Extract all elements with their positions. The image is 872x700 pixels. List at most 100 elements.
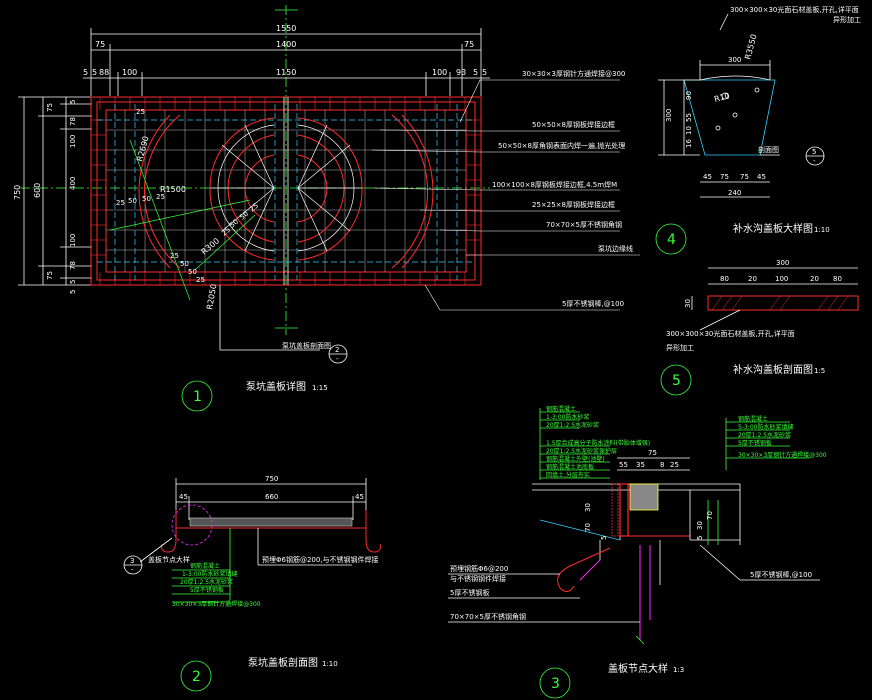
detail-3-left-note-9: 回填土,分层夯实 [546,471,590,479]
detail-3-side-30a: 30 [584,503,592,512]
detail-3-left-note-3: 20厚1:2.5水泥砂浆 [546,421,599,429]
inner-25g: 25 [136,108,145,116]
section-ref-label: 泵坑盖板剖面图 [282,341,331,350]
detail-3-right-note-3: 20厚1:2.5水泥砂浆 [738,431,791,439]
callout-1: 30×30×3厚钢针方通焊接@300 [522,69,625,78]
detail-4-dim-90: 90 [685,91,693,100]
detail-5-dim-80b: 80 [833,275,842,283]
detail-5-circle [660,364,692,396]
inner-25d: 25 [248,202,260,214]
detail-4-scale: 1:10 [814,226,830,234]
dim-top-1550: 1550 [276,24,296,33]
inner-r300: R300 [200,236,222,256]
detail-2-ref-sub: - [131,566,134,574]
detail-4-dim-300: 300 [728,56,741,64]
inner-r2690: R2690 [135,135,150,162]
detail-3-side-5b: 5 [696,536,704,540]
detail-2-scale: 1:10 [322,660,338,668]
detail-4-top-label2: 异形加工 [833,15,861,24]
detail-2-side-note: 预埋Φ6钢筋@200,与不锈钢钢件焊接 [262,555,379,564]
detail-5-label2: 异形加工 [666,343,694,352]
inner-50d: 50 [238,210,250,222]
detail-1-plan: 1550 1400 75 75 5 5 88 100 1150 100 93 5… [13,5,640,412]
detail-2-note-1: 钢筋混凝土 [190,562,220,570]
detail-3-side-70a: 70 [584,523,592,532]
detail-4-ref-num: 5 [812,148,816,156]
callout-2: 50×50×8厚钢板焊接边框 [532,120,615,129]
detail-3-dim-55: 55 [619,461,628,469]
detail-5-dim-20b: 20 [810,275,819,283]
detail-2-num: 2 [192,669,201,685]
detail-2-ref-label: 盖板节点大样 [148,555,190,564]
detail-4-outline [683,79,776,156]
inner-50c: 50 [228,218,240,230]
dim-left-75-bottom: 75 [46,271,54,280]
callout-5: 25×25×8厚钢板焊接边框 [532,200,615,209]
detail-3-dim-35a: 35 [636,461,645,469]
detail-4-dim-45b: 45 [757,173,766,181]
callout-3: 50×50×8厚角钢表面内焊一遍,抛光处理 [498,141,625,150]
detail-5-scale: 1:5 [814,367,825,375]
dim-left-100-top: 100 [69,135,77,148]
detail-2-dim-660: 660 [265,493,278,501]
detail-3-circle [539,667,571,699]
grid-lines [106,110,466,272]
detail-3-right-note-5: 30×30×3厚钢针方通焊接@300 [738,451,827,459]
cyan-dashed-lines [97,104,475,280]
inner-25a: 25 [116,199,125,207]
dim-top-1400: 1400 [276,40,296,49]
inner-50b: 50 [142,195,151,203]
detail-2-note-2: 1-3:00防水砂浆填缝 [182,570,237,578]
detail-2-section: 750 45 660 45 盖板节点大样 3 - 钢筋混凝土 1-3:00防水砂… [123,475,381,692]
dim-top-100-right: 100 [432,68,447,77]
detail-5-label: 300×300×30光面石材盖板,开孔,详平面 [666,329,795,338]
detail-5-dim-80a: 80 [720,275,729,283]
detail-2-dim-45b: 45 [355,493,364,501]
detail-2-note-3: 20厚1:2.5水泥砂浆 [180,578,233,586]
detail-2-title: 泵坑盖板剖面图 [248,656,318,669]
detail-5-dim-100: 100 [775,275,788,283]
detail-4-title: 补水沟盖板大样图 [733,222,813,235]
dim-top-5b: 5 [92,68,97,77]
dim-top-88: 88 [99,68,109,77]
inner-25b: 25 [156,193,165,201]
detail-3-dim-8: 8 [660,461,664,469]
detail-3-side-30b: 30 [696,521,704,530]
inner-r1500: R1500 [160,185,186,194]
detail-3-side-5a: 5 [600,536,608,540]
detail-1-num: 1 [193,389,202,405]
detail-2-note-5: 30×30×3厚钢针方通焊接@300 [172,600,261,608]
detail-2-ref-num: 3 [130,557,134,565]
dim-top-1150: 1150 [276,68,296,77]
detail-3-right-bottom: 5厚不锈钢棒,@100 [750,570,812,579]
detail-3-left-note-6: 20厚1:2.5水泥砂浆保护层 [546,447,617,455]
inner-25f: 25 [196,276,205,284]
detail-3-right-note-4: 5厚不锈钢板 [738,439,772,447]
detail-4-circle [655,223,687,255]
detail-2-dim-750: 750 [265,475,278,483]
detail-5-dim-30: 30 [684,299,692,308]
detail-5-title: 补水沟盖板剖面图 [733,363,813,376]
dim-top-5c: 5 [473,68,478,77]
dim-top-5d: 5 [482,68,487,77]
detail-4-dim-16: 16 [685,139,693,148]
detail-5-dim-20a: 20 [748,275,757,283]
detail-4-dim-45a: 45 [703,173,712,181]
inner-50f: 50 [188,268,197,276]
detail-2-dim-45a: 45 [179,493,188,501]
detail-5-dim-300: 300 [776,259,789,267]
dim-top-100-left: 100 [122,68,137,77]
detail-3-title: 盖板节点大样 [608,662,668,675]
detail-2-node-circle [171,504,213,546]
dim-left-5-bottom2: 5 [69,290,77,294]
dim-top-93: 93 [456,68,466,77]
inner-25c: 25 [220,226,232,238]
dim-left-5-bottom: 5 [69,280,77,284]
detail-2-circle [180,660,212,692]
detail-2-note-4: 5厚不锈钢板 [190,586,224,594]
dim-left-78-top: 78 [69,117,77,126]
detail-3-left-note-8: 钢筋混凝土池底板 [546,463,594,471]
callout-6: 70×70×5厚不锈钢角钢 [546,220,622,229]
detail-5-slab [707,295,859,311]
